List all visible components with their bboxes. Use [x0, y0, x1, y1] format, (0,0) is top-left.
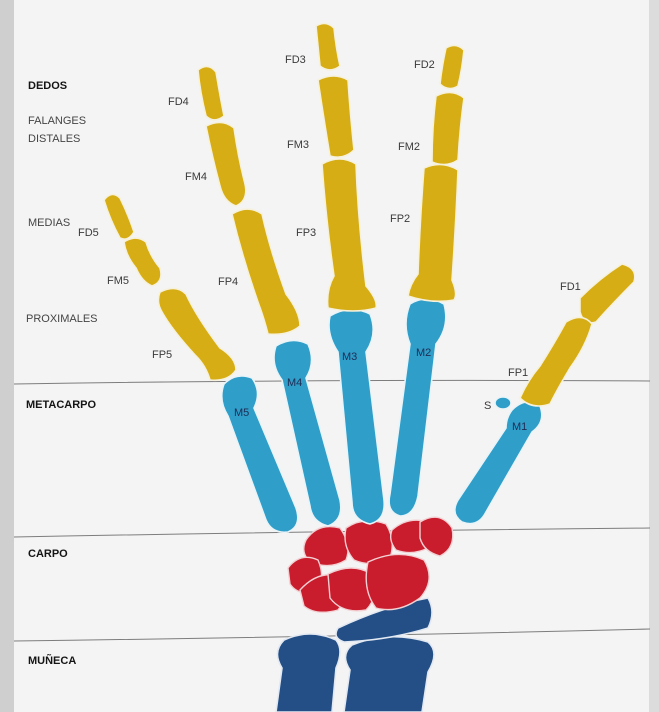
bone-label-fp4: FP4 — [218, 276, 238, 288]
ulna-bone — [276, 634, 340, 712]
section-label-muneca: MUÑECA — [28, 654, 76, 667]
bone-label-fd4: FD4 — [168, 96, 189, 108]
phalanx-fp4 — [232, 209, 300, 334]
bone-label-fp5: FP5 — [152, 349, 172, 361]
section-label-metacarpo: METACARPO — [26, 399, 97, 411]
phalanx-fd3 — [316, 23, 340, 70]
sesamoid-bone — [495, 397, 511, 409]
carpal-trapezium — [420, 517, 453, 556]
bone-label-fm4: FM4 — [185, 171, 207, 183]
phalanx-fp3 — [322, 159, 376, 311]
phalanx-fm3 — [318, 76, 354, 157]
phalanx-fp2 — [408, 164, 458, 301]
phalanx-fm4 — [206, 122, 246, 206]
phalanx-fd2 — [440, 45, 464, 88]
bone-label-fd1: FD1 — [560, 281, 581, 293]
bone-label-fd3: FD3 — [285, 54, 306, 66]
bone-label-s: S — [484, 400, 491, 412]
phalanx-fm5 — [124, 238, 161, 286]
right-page-edge — [649, 0, 659, 712]
bone-label-fm2: FM2 — [398, 141, 420, 153]
phalanx-fd4 — [198, 66, 224, 120]
phalanx-fd1 — [580, 264, 635, 323]
row-label-medias: MEDIAS — [28, 217, 70, 229]
phalanx-fd5 — [104, 194, 134, 239]
radius-bone — [344, 637, 434, 712]
bone-label-fd2: FD2 — [414, 59, 435, 71]
bone-label-fp1: FP1 — [508, 367, 528, 379]
bone-label-fm5: FM5 — [107, 275, 129, 287]
bone-label-fd5: FD5 — [78, 227, 99, 239]
phalanx-fp5 — [158, 288, 236, 380]
metacarpal-m1 — [455, 402, 542, 524]
phalanx-fm2 — [432, 92, 464, 164]
bone-label-fp3: FP3 — [296, 227, 316, 239]
bone-label-fp2: FP2 — [390, 213, 410, 225]
wrist-bones — [276, 598, 434, 712]
row-label-distales: DISTALES — [28, 133, 80, 145]
bone-label-m3: M3 — [342, 351, 357, 363]
metacarpal-m2 — [389, 299, 446, 516]
bone-label-m5: M5 — [234, 407, 249, 419]
section-label-dedos: DEDOS — [28, 80, 67, 92]
phalanx-bones — [104, 23, 635, 406]
row-label-falanges: FALANGES — [28, 115, 86, 127]
phalanx-fp1 — [520, 317, 592, 406]
row-label-proximales: PROXIMALES — [26, 313, 98, 325]
bone-label-fm3: FM3 — [287, 139, 309, 151]
bone-label-m1: M1 — [512, 421, 527, 433]
left-page-edge — [0, 0, 14, 712]
bone-label-m4: M4 — [287, 377, 302, 389]
bone-label-m2: M2 — [416, 347, 431, 359]
section-label-carpo: CARPO — [28, 548, 68, 560]
